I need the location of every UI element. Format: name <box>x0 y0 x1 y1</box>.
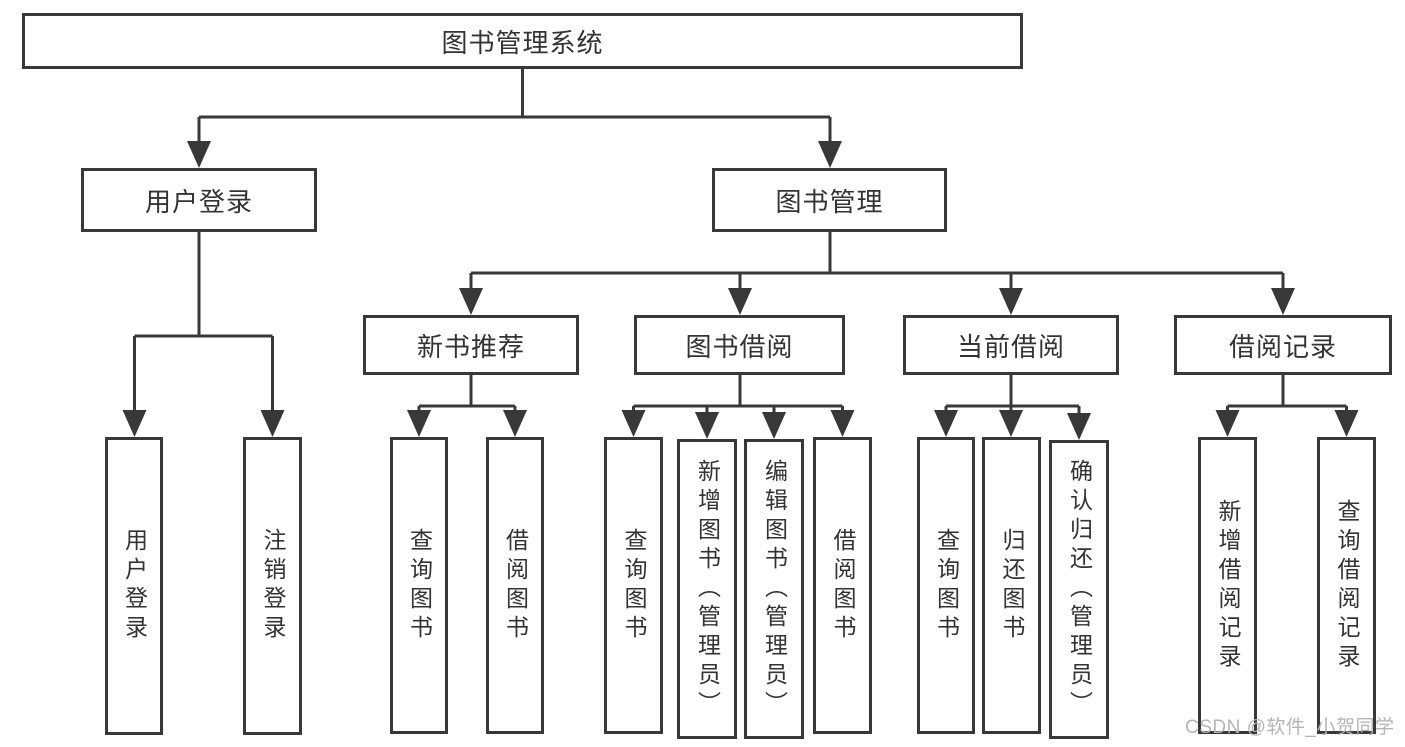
arrowhead <box>999 410 1023 437</box>
node-book-management-module: 图书管理 <box>712 168 947 232</box>
arrowhead <box>621 410 646 437</box>
node-leaf-query-borrow-record: 查询借阅记录 <box>1317 437 1376 734</box>
arrowhead <box>459 288 483 315</box>
arrowhead <box>695 412 719 439</box>
arrowhead <box>762 412 786 439</box>
arrowhead <box>1334 410 1359 437</box>
arrowhead <box>260 410 285 437</box>
node-leaf-borrow-book: 借阅图书 <box>813 437 872 734</box>
node-leaf-add-borrow-record: 新增借阅记录 <box>1198 437 1257 734</box>
arrowhead <box>122 410 147 437</box>
arrowhead <box>999 288 1023 315</box>
arrowhead <box>1215 410 1240 437</box>
node-root-library-system: 图书管理系统 <box>22 13 1023 69</box>
node-leaf-query-book-borrowing: 查询图书 <box>604 437 663 734</box>
node-leaf-query-book-recommend: 查询图书 <box>390 437 448 734</box>
arrowhead <box>187 141 211 168</box>
node-leaf-query-book-current: 查询图书 <box>917 437 975 734</box>
arrowhead <box>1271 288 1295 315</box>
node-leaf-edit-book-admin: 编辑图书（管理员） <box>744 439 804 739</box>
arrowhead <box>728 288 752 315</box>
node-leaf-add-book-admin: 新增图书（管理员） <box>677 439 737 739</box>
arrowhead <box>830 410 855 437</box>
node-new-book-recommend: 新书推荐 <box>363 315 579 375</box>
node-current-borrowing: 当前借阅 <box>903 315 1119 375</box>
node-leaf-confirm-return-admin: 确认归还（管理员） <box>1049 440 1109 739</box>
node-leaf-user-login: 用户登录 <box>105 437 163 735</box>
node-leaf-logout: 注销登录 <box>243 437 302 735</box>
arrowhead <box>934 410 958 437</box>
arrowhead <box>818 141 842 168</box>
csdn-watermark: CSDN @软件_小贺同学 <box>1185 717 1395 738</box>
node-book-borrowing: 图书借阅 <box>634 315 845 375</box>
arrowhead <box>503 410 527 437</box>
arrowhead <box>407 410 431 437</box>
node-borrowing-records: 借阅记录 <box>1174 315 1392 375</box>
arrowhead <box>1067 413 1091 440</box>
node-leaf-return-book: 归还图书 <box>982 437 1041 734</box>
node-user-login-module: 用户登录 <box>81 168 317 232</box>
node-leaf-borrow-book-recommend: 借阅图书 <box>486 437 544 734</box>
